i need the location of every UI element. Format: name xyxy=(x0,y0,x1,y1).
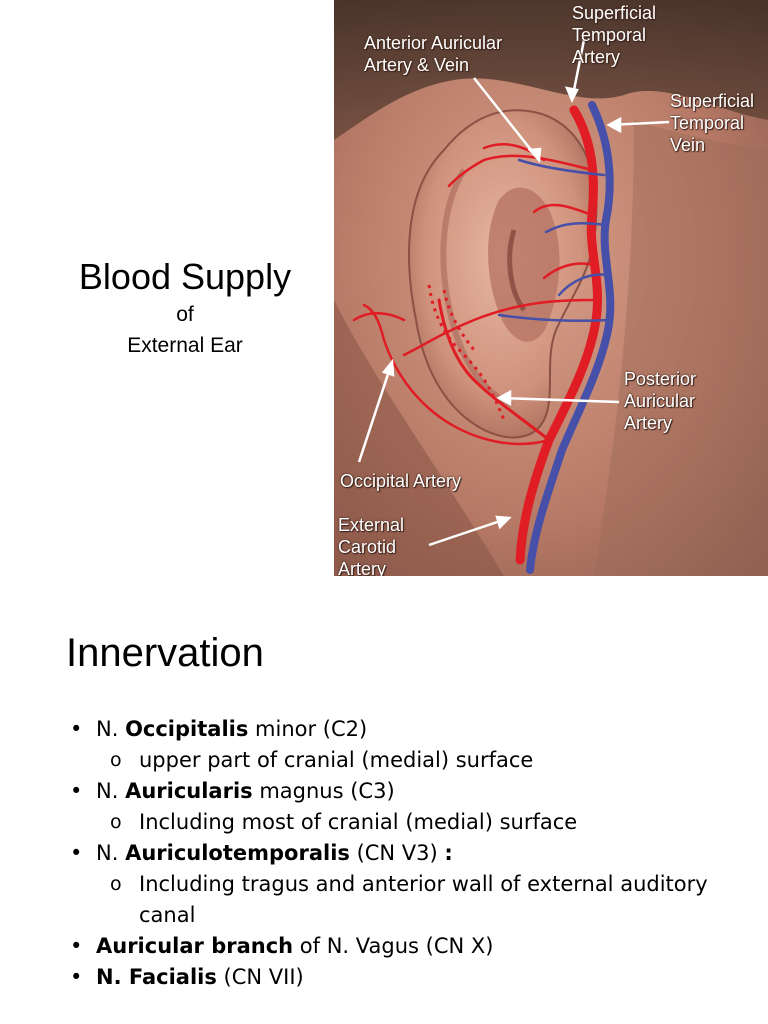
veins xyxy=(497,101,615,574)
blood-supply-title-block: Blood Supply of External Ear xyxy=(40,255,330,361)
label-superficial-temporal-vein: Superficial Temporal Vein xyxy=(670,91,755,155)
blood-supply-slide: Blood Supply of External Ear xyxy=(40,0,768,576)
list-item: N. Auriculotemporalis (CN V3) : xyxy=(70,838,750,869)
label-posterior-auricular: Posterior Auricular Artery xyxy=(624,369,697,433)
label-pointers xyxy=(357,39,670,547)
innervation-title: Innervation xyxy=(66,631,264,675)
list-item: N. Facialis (CN VII) xyxy=(70,962,750,993)
label-superficial-temporal-artery: Superficial Temporal Artery xyxy=(572,3,657,67)
list-item: N. Auricularis magnus (C3) xyxy=(70,776,750,807)
slide-title: Blood Supply xyxy=(78,256,292,297)
slide-subtitle-line1: of xyxy=(176,303,194,326)
innervation-slide: Innervation N. Occipitalis minor (C2) ou… xyxy=(0,576,768,1024)
cheek-stubble xyxy=(594,120,768,576)
neck-shadow xyxy=(334,300,504,576)
hair-region xyxy=(334,0,768,140)
label-external-carotid: External Carotid Artery xyxy=(338,515,405,576)
label-occipital-artery: Occipital Artery xyxy=(340,471,462,491)
list-item: Auricular branch of N. Vagus (CN X) xyxy=(70,931,750,962)
list-item: N. Occipitalis minor (C2) xyxy=(70,714,750,745)
ear-illustration xyxy=(334,0,768,576)
label-anterior-auricular: Anterior Auricular Artery & Vein xyxy=(364,33,503,75)
slide-subtitle-line2: External Ear xyxy=(127,334,243,357)
ear-blood-supply-photo: Anterior Auricular Artery & Vein Superfi… xyxy=(334,0,768,576)
